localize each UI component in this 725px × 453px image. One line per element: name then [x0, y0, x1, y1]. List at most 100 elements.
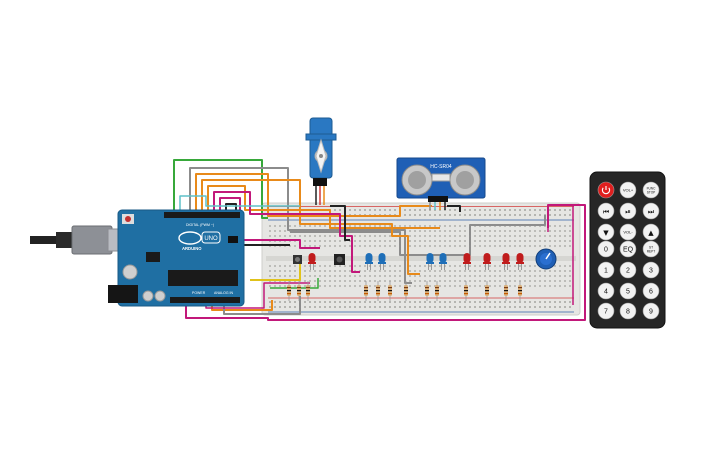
capacitor-1 [122, 264, 138, 280]
wire-black-2 [330, 205, 350, 241]
remote-eight-button[interactable]: 8 [619, 302, 637, 320]
led-red-3[interactable] [483, 253, 491, 270]
down-icon: ▼ [603, 229, 609, 237]
remote-up-button[interactable]: ▲ [642, 223, 660, 241]
resistor-9[interactable] [435, 281, 439, 301]
resistor-8[interactable] [425, 281, 429, 301]
remote-six-button[interactable]: 6 [642, 282, 660, 300]
potentiometer[interactable] [535, 248, 557, 270]
remote-label: 5 [626, 289, 630, 296]
remote-label: 1 [604, 268, 608, 275]
led-red-1[interactable] [308, 253, 316, 270]
digital-label: DIGITAL (PWM ~) [186, 223, 214, 227]
capacitor-2 [142, 290, 154, 302]
remote-label: ST [649, 246, 653, 250]
remote-label: 9 [649, 309, 653, 316]
remote-label: 8 [626, 309, 630, 316]
arduino-uno-board[interactable]: DIGITAL (PWM ~) ARDUINO UNO POWER ANALOG… [108, 209, 245, 307]
remote-one-button[interactable]: 1 [597, 261, 615, 279]
led-blue-4[interactable] [439, 253, 447, 270]
led-blue-3[interactable] [426, 253, 434, 270]
resistor-10[interactable] [464, 281, 468, 301]
resistor-13[interactable] [518, 281, 522, 301]
wire-orange-1 [195, 173, 432, 217]
atmega-chip [168, 270, 238, 286]
remote-label: 6 [649, 289, 653, 296]
remote-label: 0 [604, 247, 608, 254]
resistor-11[interactable] [485, 281, 489, 301]
remote-next-button[interactable]: ⏭ [642, 202, 660, 220]
wire-black-3 [447, 205, 461, 212]
power-analog-header [170, 297, 240, 303]
arduino-model-label: UNO [204, 236, 218, 242]
capacitor-3 [154, 290, 166, 302]
wire-green-2 [270, 278, 319, 289]
resistor-12[interactable] [504, 281, 508, 301]
wire-gray-1 [189, 167, 412, 284]
remote-label: STOP [647, 191, 656, 195]
remote-play-pause-button[interactable]: ⏯ [619, 202, 637, 220]
power-icon [601, 186, 611, 195]
led-group [308, 253, 524, 270]
up-icon: ▲ [648, 229, 654, 237]
remote-down-button[interactable]: ▼ [597, 223, 615, 241]
remote-label: EQ [623, 247, 634, 254]
led-blue-2[interactable] [378, 253, 386, 270]
remote-label: VOL+ [623, 188, 634, 193]
resistor-5[interactable] [376, 281, 380, 301]
center-channel [266, 256, 576, 261]
power-jack [108, 285, 138, 303]
wire-yellow [250, 262, 301, 281]
led-blue-1[interactable] [365, 253, 373, 270]
led-red-2[interactable] [463, 253, 471, 270]
resistor-group [287, 281, 522, 301]
resistor-2[interactable] [297, 281, 301, 301]
remote-four-button[interactable]: 4 [597, 282, 615, 300]
power-label: POWER [192, 291, 206, 295]
resistor-1[interactable] [287, 281, 291, 301]
resistor-7[interactable] [404, 281, 408, 301]
remote-label: REPT [647, 250, 656, 254]
wire-orange-4 [211, 300, 273, 311]
digital-header [164, 212, 240, 218]
remote-label: 3 [649, 268, 653, 275]
remote-nine-button[interactable]: 9 [642, 302, 660, 320]
remote-two-button[interactable]: 2 [619, 261, 637, 279]
remote-zero-button[interactable]: 0 [597, 240, 615, 258]
resistor-6[interactable] [388, 281, 392, 301]
remote-seven-button[interactable]: 7 [597, 302, 615, 320]
remote-prev-button[interactable]: ⏮ [597, 202, 615, 220]
wire-magenta-1 [213, 191, 360, 273]
wire-magenta-3 [185, 204, 586, 321]
sensor-label: HC-SR04 [430, 164, 452, 170]
arduino-logo-icon [178, 231, 202, 245]
remote-five-button[interactable]: 5 [619, 282, 637, 300]
play-pause-icon: ⏯ [625, 208, 631, 216]
remote-label: 4 [604, 289, 608, 296]
prev-icon: ⏮ [603, 208, 609, 216]
remote-label: VOL- [623, 230, 633, 235]
remote-vol-up-button[interactable]: VOL+ [619, 181, 637, 199]
remote-label: 2 [626, 268, 630, 275]
led-red-5[interactable] [516, 253, 524, 270]
wire-magenta-4 [205, 282, 310, 309]
resistor-3[interactable] [306, 281, 310, 301]
wire-orange-2 [201, 179, 420, 275]
remote-power-button[interactable] [597, 181, 615, 199]
wire-orange-3 [207, 185, 440, 229]
remote-vol-down-button[interactable]: VOL- [619, 223, 637, 241]
analog-label: ANALOG IN [214, 291, 234, 295]
remote-three-button[interactable]: 3 [642, 261, 660, 279]
remote-eq-button[interactable]: EQ [619, 240, 637, 258]
led-red-4[interactable] [502, 253, 510, 270]
next-icon: ⏭ [648, 208, 655, 216]
resistor-4[interactable] [364, 281, 368, 301]
ultrasonic-sensor[interactable]: HC-SR04 [396, 157, 486, 202]
arduino-logo-text: ARDUINO [182, 246, 202, 251]
servo-motor[interactable] [305, 117, 337, 186]
